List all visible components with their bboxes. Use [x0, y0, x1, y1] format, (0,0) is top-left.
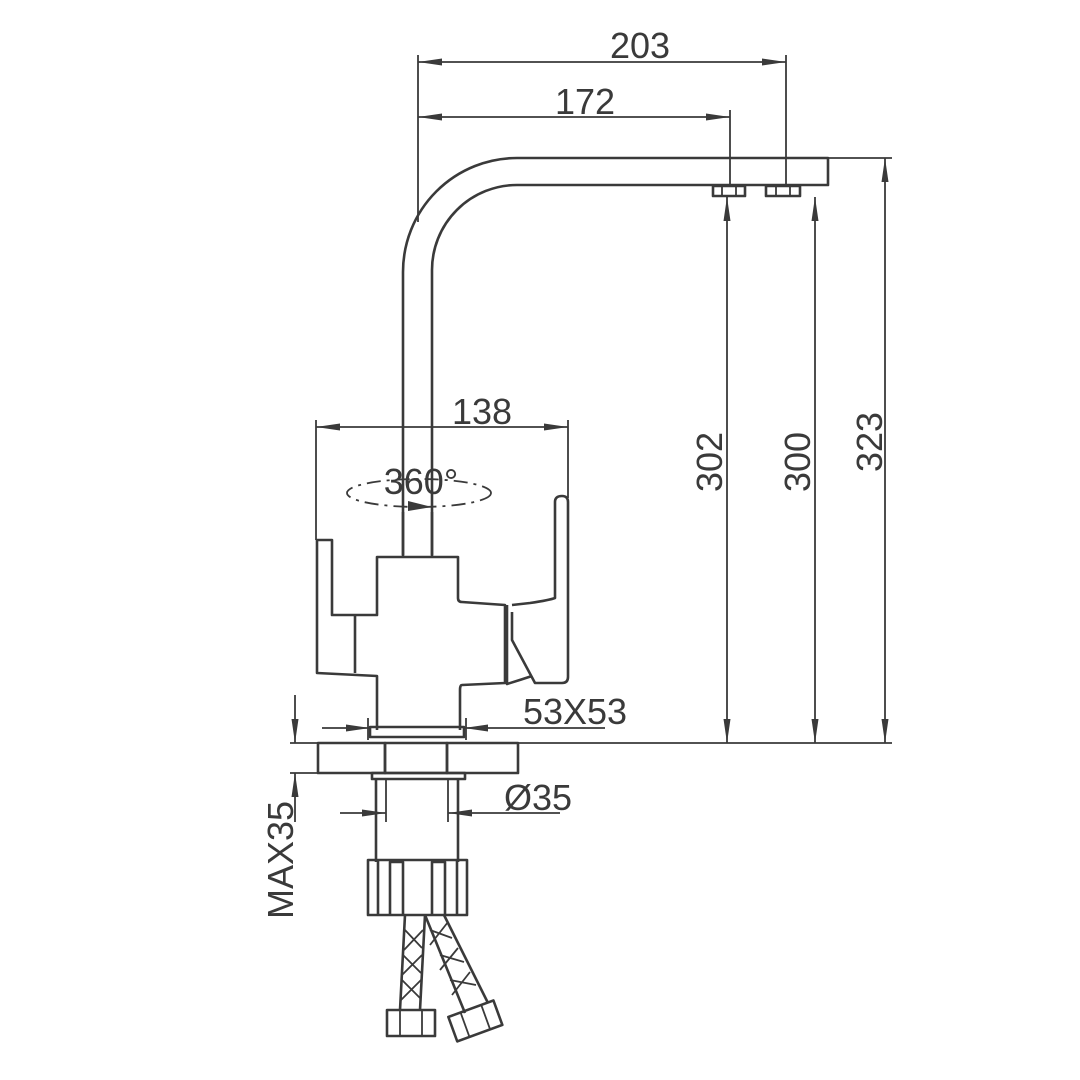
dimension-label-53x53: 53X53 [523, 691, 627, 732]
dimension-label-diameter-35: Ø35 [504, 777, 572, 818]
aerator-outlet-2 [764, 184, 802, 198]
hose-nut-right [447, 999, 504, 1043]
mounting-shank: Ø35 [340, 771, 572, 862]
dimension-label-172: 172 [555, 81, 615, 122]
dimension-label-138: 138 [452, 391, 512, 432]
dimension-label-323: 323 [849, 412, 890, 472]
countertop-section [290, 741, 892, 775]
dimension-323: 323 [849, 158, 890, 743]
dimension-138: 138 [315, 391, 569, 540]
spout [401, 156, 892, 555]
dimension-53x53: 53X53 [322, 691, 627, 740]
rotation-label: 360° [384, 461, 458, 502]
mounting-nut [366, 858, 469, 917]
faucet-body [315, 494, 570, 730]
aerator-outlet-1 [711, 184, 747, 198]
dimension-label-203: 203 [610, 25, 670, 66]
dimension-302: 302 [689, 197, 731, 743]
dimension-203: 203 [417, 25, 787, 222]
rotation-indicator: 360° [346, 461, 492, 511]
dimension-label-302: 302 [689, 432, 730, 492]
dimension-label-max35: MAX35 [260, 801, 301, 919]
dimension-max35: MAX35 [260, 695, 301, 919]
dimension-label-300: 300 [777, 432, 818, 492]
dimension-172: 172 [418, 81, 731, 186]
hose-nut-left [385, 1008, 437, 1038]
supply-hoses [385, 914, 504, 1043]
dimension-300: 300 [777, 197, 819, 743]
